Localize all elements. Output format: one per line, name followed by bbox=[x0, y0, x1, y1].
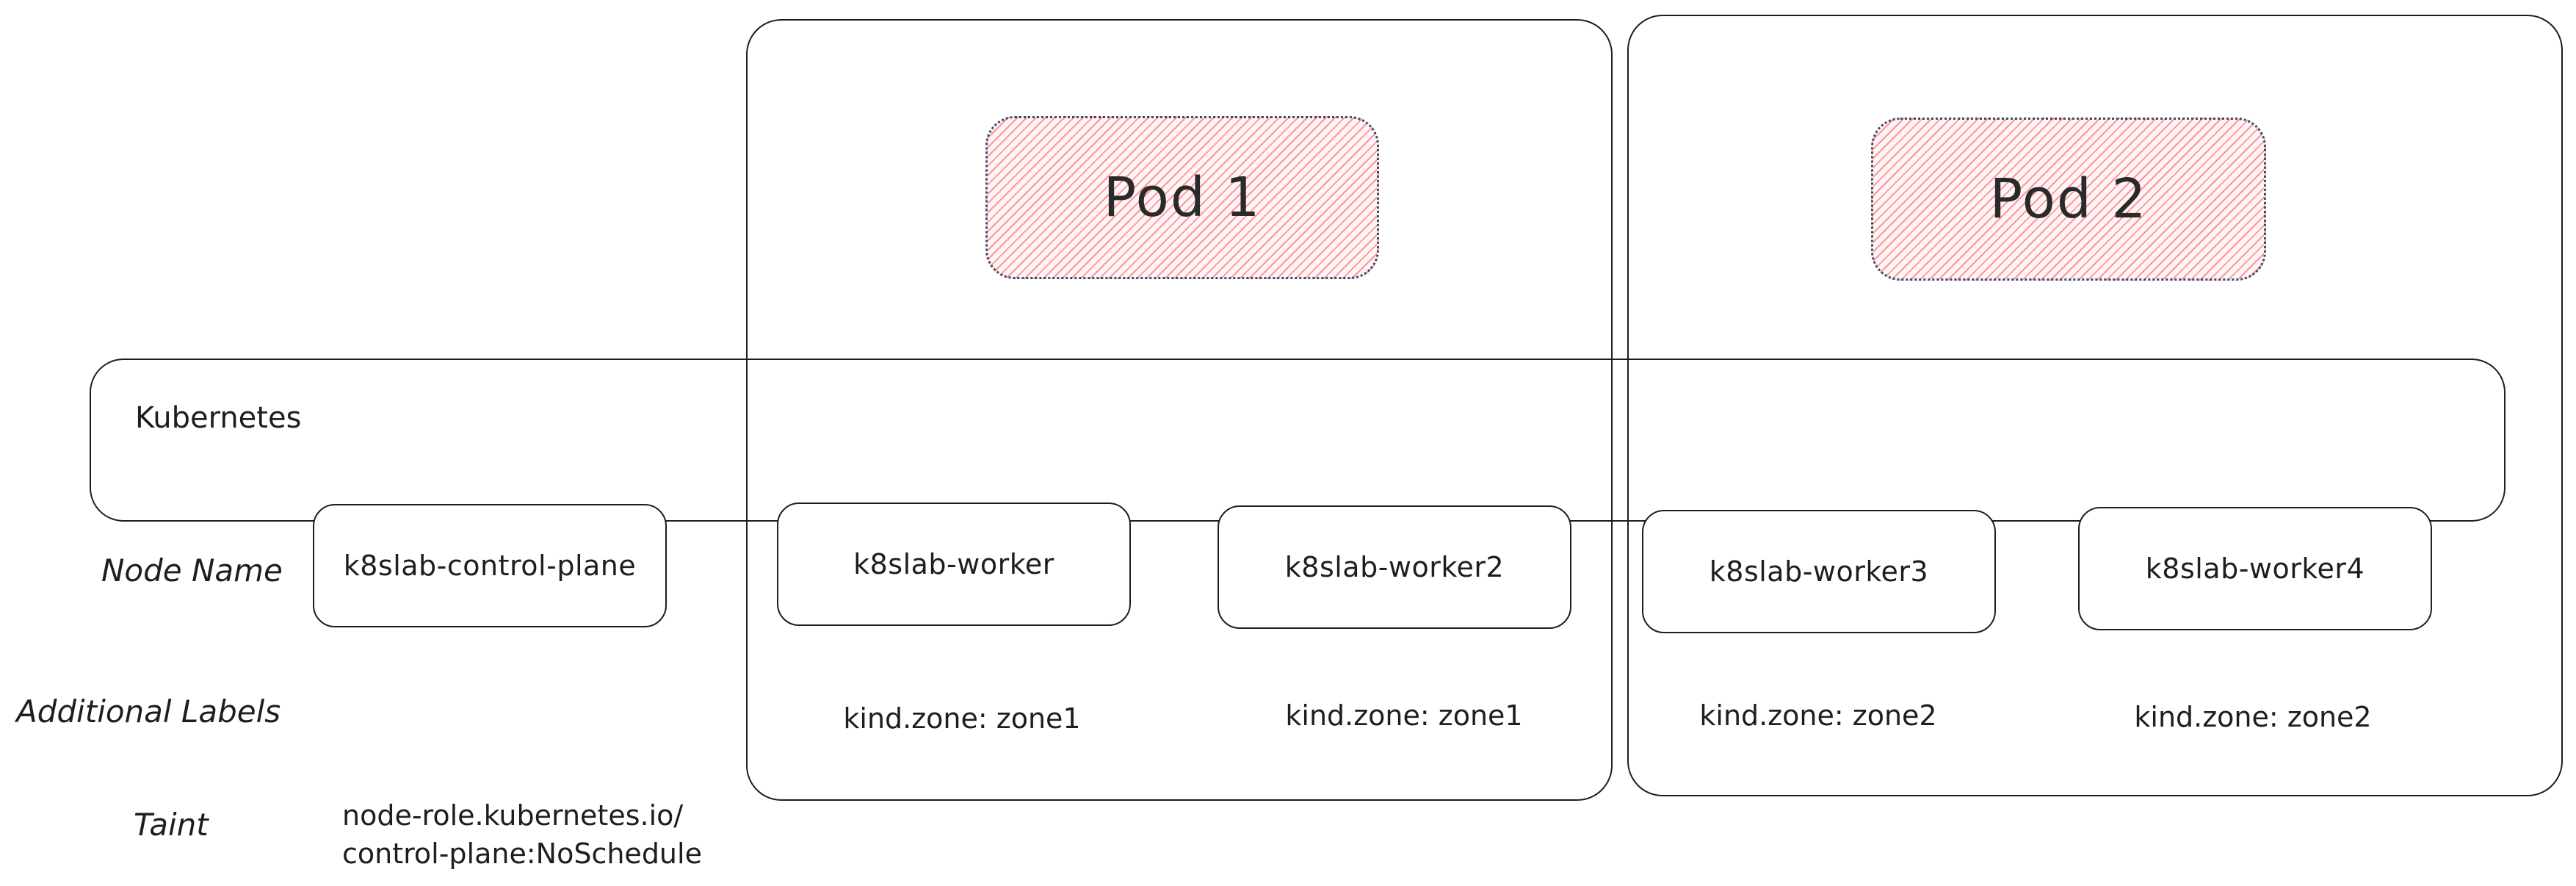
taint-line-1: node-role.kubernetes.io/ bbox=[342, 799, 684, 832]
taint-line-2: control-plane:NoSchedule bbox=[342, 838, 702, 870]
pod-1-label: Pod 1 bbox=[1103, 166, 1262, 229]
cluster-label: Kubernetes bbox=[135, 401, 302, 435]
pod-2-label: Pod 2 bbox=[1989, 168, 2148, 231]
pod-1: Pod 1 bbox=[985, 116, 1379, 279]
kubernetes-cluster-frame bbox=[90, 359, 2506, 522]
zone1-frame bbox=[746, 19, 1613, 801]
row-label-additional-labels: Additional Labels bbox=[16, 694, 281, 730]
node-control-plane: k8slab-control-plane bbox=[313, 504, 667, 627]
zone2-frame bbox=[1627, 15, 2563, 796]
worker-zone-label: kind.zone: zone1 bbox=[843, 702, 1081, 735]
node-name: k8slab-worker3 bbox=[1709, 555, 1929, 588]
node-worker3: k8slab-worker3 bbox=[1642, 510, 1996, 633]
node-worker2: k8slab-worker2 bbox=[1218, 505, 1571, 629]
worker2-zone-label: kind.zone: zone1 bbox=[1285, 699, 1523, 732]
node-name: k8slab-control-plane bbox=[343, 550, 637, 582]
control-plane-taint: node-role.kubernetes.io/ control-plane:N… bbox=[342, 796, 702, 873]
node-name: k8slab-worker4 bbox=[2145, 552, 2365, 585]
worker3-zone-label: kind.zone: zone2 bbox=[1699, 699, 1937, 732]
node-name: k8slab-worker bbox=[853, 548, 1054, 580]
row-label-taint: Taint bbox=[134, 807, 209, 843]
worker4-zone-label: kind.zone: zone2 bbox=[2134, 701, 2372, 733]
row-label-node-name: Node Name bbox=[101, 552, 283, 588]
node-name: k8slab-worker2 bbox=[1284, 551, 1505, 583]
node-worker: k8slab-worker bbox=[777, 503, 1131, 626]
pod-2: Pod 2 bbox=[1871, 118, 2266, 281]
node-worker4: k8slab-worker4 bbox=[2078, 507, 2432, 630]
